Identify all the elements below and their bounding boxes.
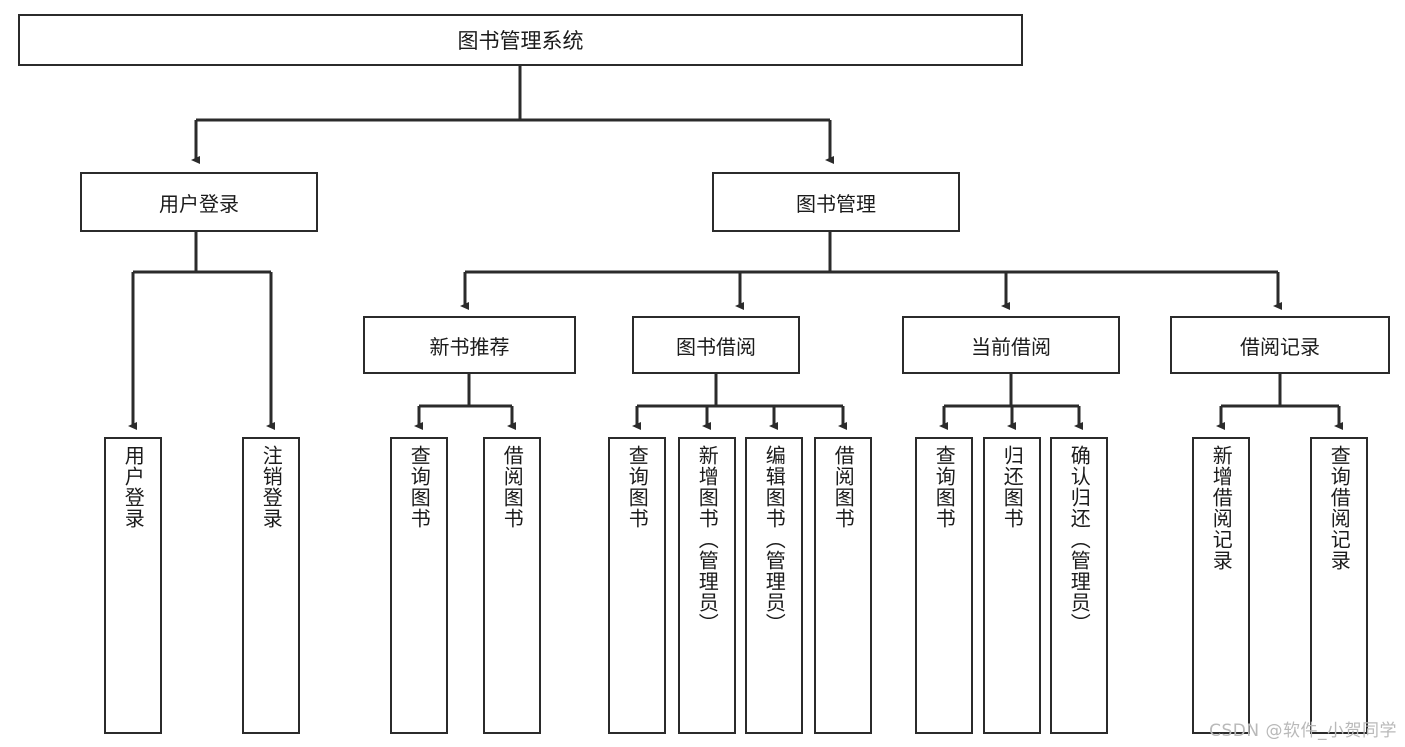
node-leaf-user-login-label: 用户登录: [121, 445, 146, 529]
node-borrow-record-label: 借阅记录: [1240, 334, 1320, 359]
node-leaf-query-borrow-record[interactable]: 查询借阅记录: [1310, 437, 1368, 734]
node-leaf-query-book-1-label: 查询图书: [407, 445, 432, 529]
node-leaf-borrow-book-1-label: 借阅图书: [500, 445, 525, 529]
node-leaf-user-login[interactable]: 用户登录: [104, 437, 162, 734]
node-leaf-borrow-book-2-label: 借阅图书: [831, 445, 856, 529]
node-borrow-record[interactable]: 借阅记录: [1170, 316, 1390, 374]
node-leaf-user-logout[interactable]: 注销登录: [242, 437, 300, 734]
node-leaf-return-book-label: 归还图书: [1000, 445, 1025, 529]
node-leaf-return-book[interactable]: 归还图书: [983, 437, 1041, 734]
node-leaf-borrow-book-2[interactable]: 借阅图书: [814, 437, 872, 734]
node-leaf-add-book[interactable]: 新增图书（管理员）: [678, 437, 736, 734]
node-current-borrow-label: 当前借阅: [971, 334, 1051, 359]
node-leaf-add-book-label: 新增图书（管理员）: [695, 445, 720, 634]
node-current-borrow[interactable]: 当前借阅: [902, 316, 1120, 374]
node-leaf-query-book-2[interactable]: 查询图书: [608, 437, 666, 734]
node-user-login[interactable]: 用户登录: [80, 172, 318, 232]
node-book-borrow[interactable]: 图书借阅: [632, 316, 800, 374]
node-user-login-label: 用户登录: [159, 191, 239, 216]
node-leaf-query-book-1[interactable]: 查询图书: [390, 437, 448, 734]
node-leaf-confirm-return-label: 确认归还（管理员）: [1067, 445, 1092, 634]
watermark-credit: CSDN @软件_小贺同学: [1209, 721, 1397, 741]
node-leaf-query-book-3-label: 查询图书: [932, 445, 957, 529]
node-leaf-user-logout-label: 注销登录: [259, 445, 284, 529]
node-leaf-add-borrow-record-label: 新增借阅记录: [1209, 445, 1234, 571]
node-leaf-edit-book-label: 编辑图书（管理员）: [762, 445, 787, 634]
node-leaf-edit-book[interactable]: 编辑图书（管理员）: [745, 437, 803, 734]
node-book-manage[interactable]: 图书管理: [712, 172, 960, 232]
node-book-manage-label: 图书管理: [796, 191, 876, 216]
node-new-book-recommend-label: 新书推荐: [429, 334, 510, 359]
node-book-borrow-label: 图书借阅: [676, 334, 756, 359]
node-new-book-recommend[interactable]: 新书推荐: [363, 316, 576, 374]
node-leaf-query-book-3[interactable]: 查询图书: [915, 437, 973, 734]
node-leaf-query-book-2-label: 查询图书: [625, 445, 650, 529]
node-root-label: 图书管理系统: [457, 29, 584, 53]
node-root-system[interactable]: 图书管理系统: [18, 14, 1023, 66]
node-leaf-query-borrow-record-label: 查询借阅记录: [1327, 445, 1352, 571]
node-leaf-confirm-return[interactable]: 确认归还（管理员）: [1050, 437, 1108, 734]
node-leaf-add-borrow-record[interactable]: 新增借阅记录: [1192, 437, 1250, 734]
node-leaf-borrow-book-1[interactable]: 借阅图书: [483, 437, 541, 734]
